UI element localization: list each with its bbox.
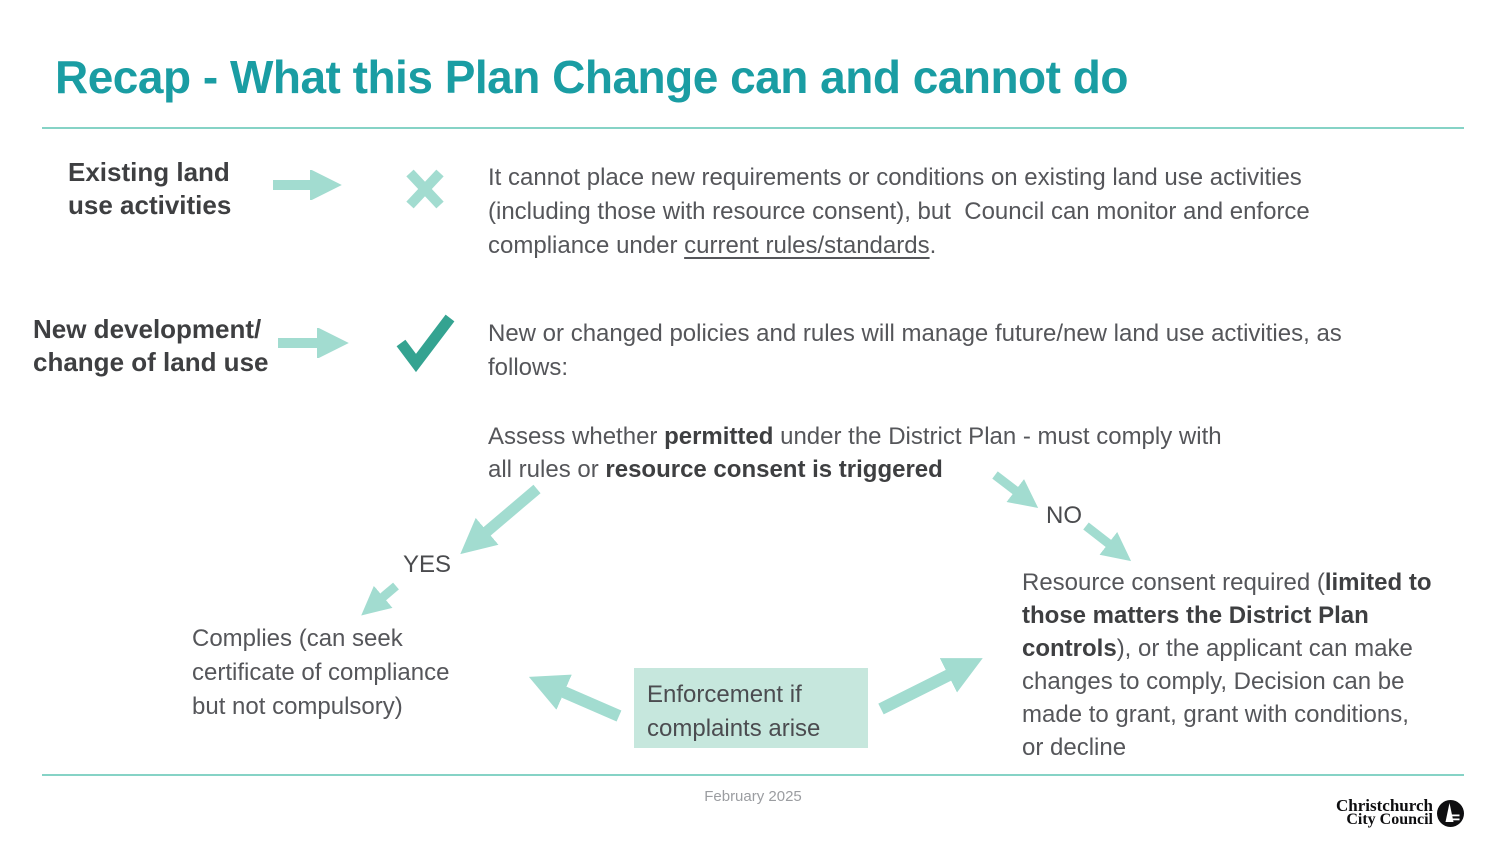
complies-text: Complies (can seek certificate of compli… bbox=[192, 625, 450, 720]
resource-consent-text: Resource consent required (limited to th… bbox=[1022, 569, 1432, 761]
yes-label: YES bbox=[403, 551, 452, 578]
council-logo-text: Christchurch City Council bbox=[1230, 796, 1433, 828]
enforcement-box: Enforcement if complaints arise bbox=[634, 668, 868, 748]
new-paragraph: New or changed policies and rules will m… bbox=[488, 320, 1342, 381]
title-divider bbox=[42, 127, 1464, 129]
existing-arrow-right-icon bbox=[271, 170, 353, 200]
council-logo-line1: Christchurch bbox=[1336, 796, 1433, 815]
existing-land-label: Existing land use activities bbox=[68, 157, 232, 220]
no-upper-arrow-icon bbox=[989, 469, 1055, 521]
existing-paragraph: It cannot place new requirements or cond… bbox=[488, 164, 1310, 259]
check-icon bbox=[394, 311, 456, 373]
new-development-label: New development/ change of land use bbox=[33, 314, 269, 377]
footer-divider bbox=[42, 774, 1464, 776]
no-lower-arrow-icon bbox=[1080, 520, 1150, 574]
cathedral-icon bbox=[1437, 800, 1464, 827]
yes-long-arrow-icon bbox=[445, 483, 545, 567]
council-logo-line2: City Council bbox=[1346, 811, 1433, 828]
enforcement-left-arrow-icon bbox=[513, 664, 627, 726]
assess-paragraph: Assess whether permitted under the Distr… bbox=[488, 423, 1222, 483]
new-arrow-right-icon bbox=[276, 328, 360, 358]
cross-icon bbox=[403, 166, 447, 212]
slide-title: Recap - What this Plan Change can and ca… bbox=[55, 51, 1128, 103]
slide-date: February 2025 bbox=[704, 788, 802, 805]
no-label: NO bbox=[1046, 502, 1082, 529]
enforcement-right-arrow-icon bbox=[873, 643, 1005, 717]
yes-short-arrow-icon bbox=[350, 580, 406, 626]
